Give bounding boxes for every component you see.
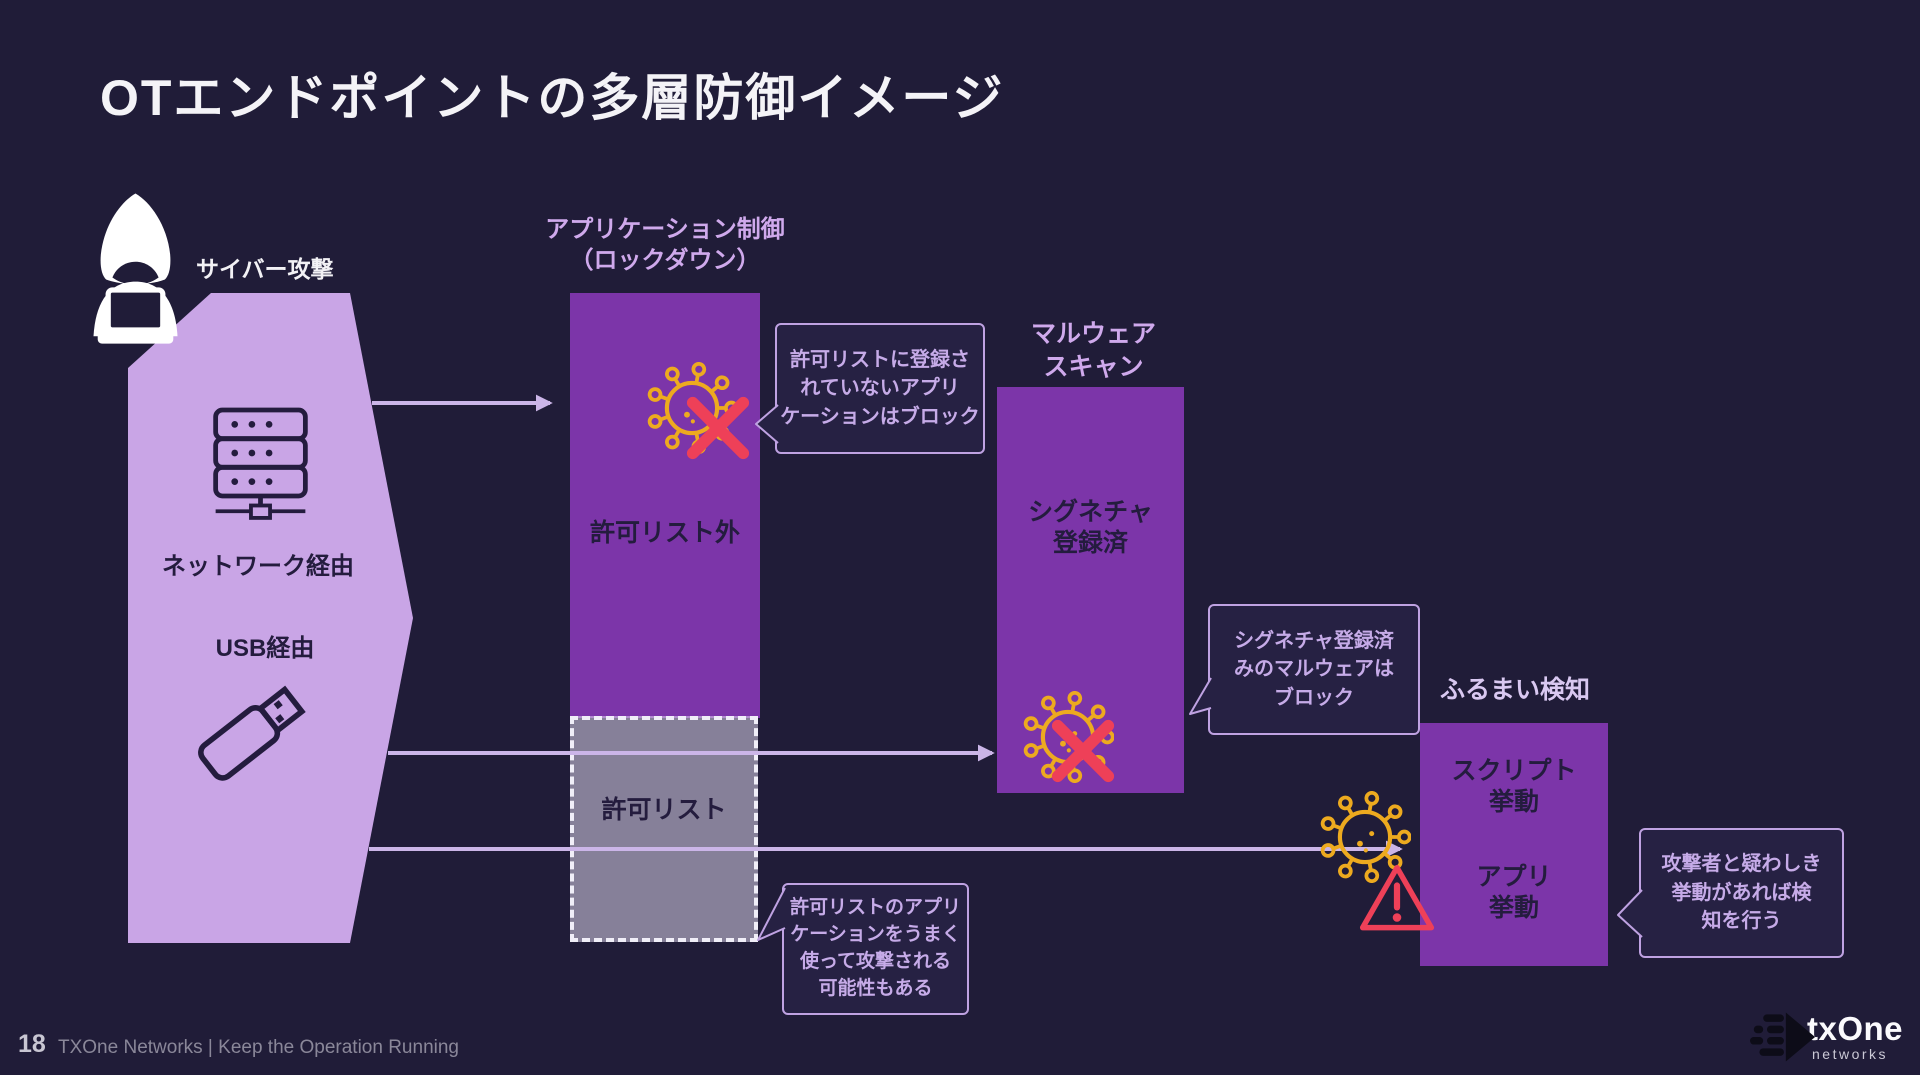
callout-allowlist-risk-line2: ケーションをうまく [790,924,961,946]
network-vector-label: ネットワーク経由 [162,553,354,580]
callout-signature-block-line1: シグネチャ登録済 [1234,629,1394,652]
callout-app-block-line1: 許可リストに登録さ [790,348,970,371]
callout-allowlist-risk-line3: 使って攻撃される [799,951,952,972]
malware-scan-title-line1: マルウェア [1030,320,1156,348]
app-control-box [570,293,760,718]
allowlist-outside-label: 許可リスト外 [589,519,740,547]
malware-scan-title-line2: スキャン [1043,352,1144,381]
callout-allowlist-risk-line4: 可能性もある [818,977,933,999]
callout-allowlist-risk-line1: 許可リストのアプリ [789,897,961,919]
server-icon [213,407,308,520]
signature-zone-line2: 登録済 [1052,529,1128,558]
app-behavior-label: アプリ 挙動 [1420,862,1608,925]
callout-signature-block: シグネチャ登録済 みのマルウェアは ブロック [1208,604,1420,735]
callout-signature-block-line2: みのマルウェアは [1234,658,1394,681]
app-behavior-line2: 挙動 [1488,894,1539,923]
page-title: OTエンドポイントの多層防御イメージ [100,70,1005,126]
txone-arrow-icon [1750,1012,1816,1062]
warning-triangle-icon [1359,864,1435,931]
callout-behavior-detect-line1: 攻撃者と疑わしき [1661,853,1822,876]
app-behavior-line1: アプリ [1476,863,1552,891]
callout-app-block-line3: ケーションはブロック [780,405,980,428]
app-control-title-line2: （ロックダウン） [569,247,761,275]
allowlist-label: 許可リスト [601,796,727,824]
blocked-x-icon-1 [684,394,752,462]
behavior-title: ふるまい検知 [1439,676,1590,704]
logo-networks: networks [1812,1046,1889,1062]
callout-behavior-detect-line2: 挙動があれば検 [1671,881,1812,904]
cyber-attack-label: サイバー攻撃 [196,256,334,282]
callout-behavior-detect: 攻撃者と疑わしき 挙動があれば検 知を行う [1639,828,1844,958]
script-behavior-label: スクリプト 挙動 [1420,756,1608,819]
malware-scan-title: マルウェア スキャン [1005,318,1182,383]
signature-zone-label: シグネチャ 登録済 [997,497,1184,560]
callout-app-block: 許可リストに登録さ れていないアプリ ケーションはブロック [775,323,985,454]
footer-text: TXOne Networks | Keep the Operation Runn… [58,1037,459,1058]
logo-brand: txOne [1807,1010,1904,1047]
callout-signature-block-line3: ブロック [1274,686,1354,709]
signature-zone-line1: シグネチャ [1028,498,1153,526]
callout-behavior-detect-line3: 知を行う [1701,910,1782,933]
allowlist-box [570,716,758,942]
usb-vector-label: USB経由 [215,635,315,662]
callout-allowlist-risk: 許可リストのアプリ ケーションをうまく 使って攻撃される 可能性もある [782,883,969,1015]
page-number: 18 [18,1030,46,1058]
blocked-x-icon-2 [1049,717,1117,785]
callout-app-block-line2: れていないアプリ [800,377,960,400]
app-control-title-line1: アプリケーション制御 [545,216,785,243]
hacker-icon [93,193,178,344]
behavior-box [1420,723,1608,966]
usb-icon [198,685,306,781]
script-behavior-line2: 挙動 [1488,788,1539,817]
app-control-title: アプリケーション制御 （ロックダウン） [540,214,790,276]
script-behavior-line1: スクリプト [1451,757,1577,785]
